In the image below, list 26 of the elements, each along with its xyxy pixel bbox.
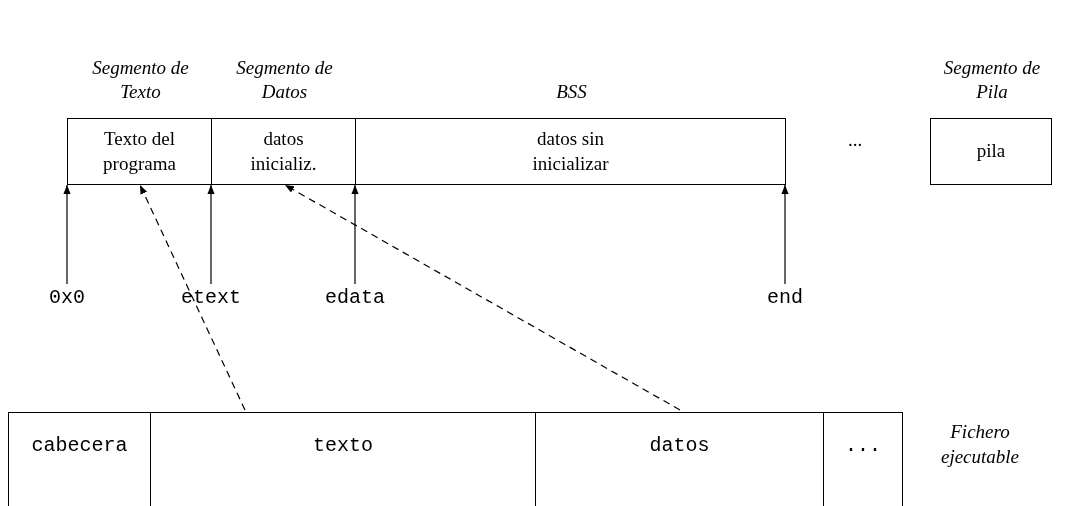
section-name: ...	[845, 433, 881, 459]
section-name: texto	[313, 433, 373, 459]
segment-content: pila	[976, 139, 1006, 164]
file-caption: Fichero ejecutable	[939, 420, 1021, 469]
segment-heading: Segmento de Datos	[235, 55, 334, 105]
arrow	[351, 184, 359, 285]
arrow	[781, 184, 789, 285]
address-label: 0x0	[49, 286, 85, 309]
ellipsis-text: ...	[846, 128, 864, 152]
file-section-box	[8, 412, 151, 506]
segment-heading: Segmento de Texto	[91, 55, 190, 105]
address-label: end	[767, 286, 803, 309]
segment-heading: Segmento de Pila	[942, 55, 1042, 105]
segment-content: datos sin inicializar	[531, 126, 610, 176]
segment-content: Texto del programa	[102, 126, 177, 176]
dashed-arrow	[284, 184, 681, 411]
arrow	[63, 184, 71, 285]
section-name: datos	[649, 433, 710, 459]
address-label: edata	[325, 286, 385, 309]
address-label: etext	[181, 286, 241, 309]
arrow	[207, 184, 215, 285]
file-section-box	[823, 412, 903, 506]
segment-content: datos inicializ.	[249, 126, 318, 176]
segment-heading: BSS	[555, 80, 588, 105]
dashed-arrow	[139, 184, 246, 411]
section-name: cabecera	[31, 433, 128, 459]
